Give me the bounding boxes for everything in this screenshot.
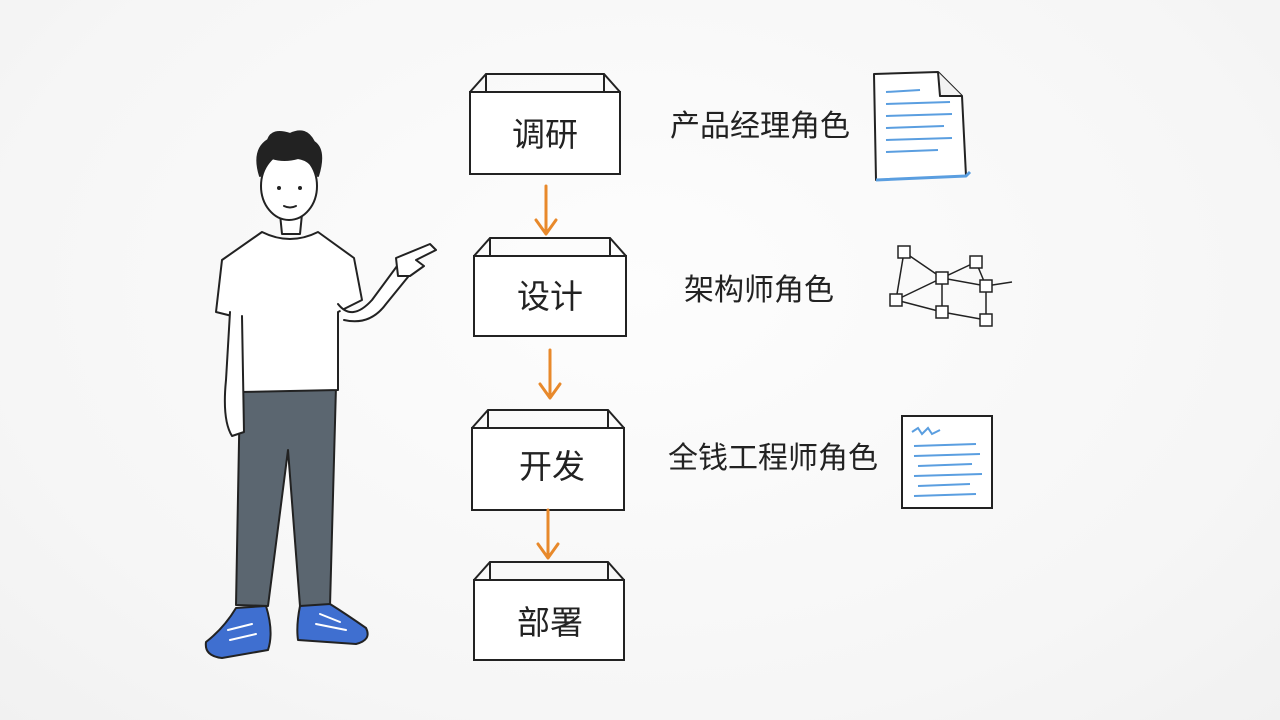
step-label: 部署 bbox=[517, 603, 583, 642]
step-box-development: 开发 bbox=[471, 409, 625, 511]
step-box-research: 调研 bbox=[469, 73, 621, 175]
step-label: 开发 bbox=[519, 447, 585, 486]
arrow-development-to-deployment bbox=[536, 508, 560, 560]
arrow-design-to-development bbox=[538, 348, 562, 400]
document-icon bbox=[873, 71, 972, 182]
role-label-product-manager: 产品经理角色 bbox=[670, 109, 850, 144]
left-shoe bbox=[204, 605, 272, 659]
arrow-research-to-design bbox=[534, 184, 558, 236]
hair bbox=[256, 130, 323, 177]
role-label-architect: 架构师角色 bbox=[684, 273, 834, 308]
step-label: 调研 bbox=[512, 115, 578, 154]
step-label: 设计 bbox=[517, 277, 583, 316]
pants bbox=[235, 385, 337, 607]
right-shoe bbox=[296, 603, 369, 645]
flow-arrows bbox=[534, 184, 562, 560]
step-box-deployment: 部署 bbox=[473, 561, 625, 661]
role-label-fullstack-engineer: 全钱工程师角色 bbox=[668, 441, 878, 476]
person-illustration bbox=[204, 130, 437, 659]
step-box-design: 设计 bbox=[473, 237, 627, 337]
pointing-hand bbox=[395, 243, 437, 277]
network-graph-icon bbox=[889, 245, 1013, 327]
left-arm bbox=[223, 311, 245, 437]
code-page-icon bbox=[901, 415, 993, 509]
